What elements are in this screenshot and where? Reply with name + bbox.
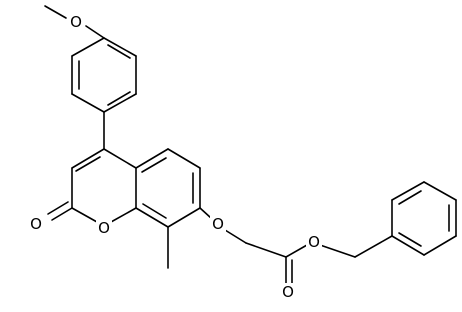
oxyacetate-linker bbox=[199, 207, 356, 284]
bond-c4-c3 bbox=[71, 148, 105, 169]
bond-ring2-2 bbox=[391, 181, 425, 201]
bond-c-o-ester bbox=[285, 244, 308, 258]
bond-methyl-o bbox=[44, 5, 67, 19]
atom-label-o-ether: O bbox=[212, 215, 224, 233]
bond-ring2-inner-1 bbox=[398, 190, 422, 205]
bond-c4-c3-inner bbox=[75, 156, 101, 172]
bond-ring1-4 bbox=[103, 93, 137, 113]
bond-c7-o bbox=[199, 207, 212, 219]
atom-label-o-ester-carbonyl: O bbox=[282, 283, 294, 301]
bond-ring1-3 bbox=[71, 93, 105, 113]
bond-c2-carbonyl-a bbox=[51, 207, 73, 221]
bond-c7-c8 bbox=[167, 207, 201, 228]
bond-o-aryl bbox=[85, 25, 105, 39]
bond-o-benzyl-ch2 bbox=[319, 244, 356, 258]
atom-label-o-methoxy: O bbox=[70, 13, 82, 31]
bond-ring1-inner-2 bbox=[107, 91, 131, 106]
atom-label-o-lactone-carbonyl: O bbox=[30, 215, 42, 233]
bond-c5-c6 bbox=[167, 148, 201, 169]
bond-ring1-6 bbox=[103, 37, 137, 57]
bond-c2-carbonyl-b bbox=[47, 201, 69, 215]
benzyl-group bbox=[354, 181, 457, 258]
bond-benzo-inner-1 bbox=[141, 157, 167, 173]
bond-ring2-6 bbox=[391, 235, 425, 256]
bond-c2-o1 bbox=[71, 207, 98, 223]
coumarin-core bbox=[47, 148, 201, 269]
atom-label-o-ring: O bbox=[98, 219, 110, 237]
bond-ring2-inner-3 bbox=[398, 232, 422, 247]
bond-o1-c8a bbox=[110, 207, 137, 223]
atom-label-o-ester: O bbox=[308, 233, 320, 251]
bond-c4a-c4 bbox=[103, 148, 137, 169]
bond-ring2-3 bbox=[423, 181, 457, 201]
bond-o-ch2 bbox=[224, 229, 247, 244]
atom-labels: O O O O O O bbox=[28, 13, 322, 301]
bond-ch2-carbonyl bbox=[245, 242, 287, 258]
bond-c4a-c5 bbox=[135, 148, 169, 169]
bond-benzo-inner-3 bbox=[142, 203, 167, 219]
bond-ring1-inner-3 bbox=[107, 44, 131, 59]
bond-ring1-1 bbox=[71, 37, 105, 57]
bond-c8-c8a bbox=[135, 207, 169, 228]
bond-ch2-phenyl bbox=[354, 235, 393, 258]
bond-ring2-5 bbox=[423, 235, 457, 256]
methoxyphenyl-group bbox=[44, 5, 137, 113]
